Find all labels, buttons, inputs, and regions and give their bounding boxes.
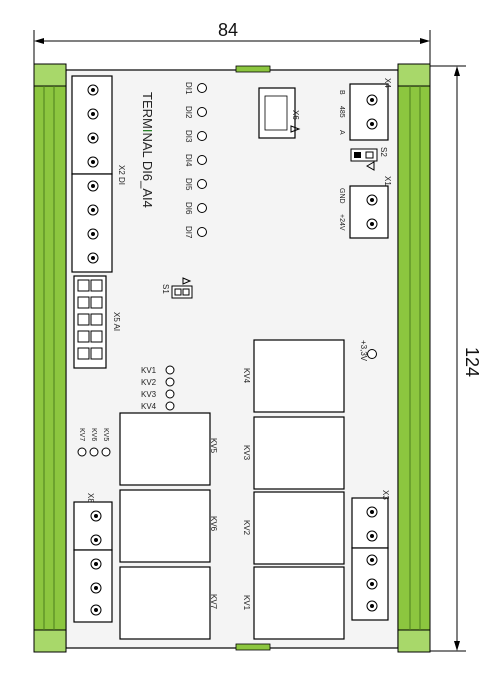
di-label: DI5 bbox=[184, 178, 193, 191]
x4-pin-label: 485 bbox=[338, 106, 345, 118]
x2-label: X2 DI bbox=[117, 165, 126, 185]
kv-led-label: KV6 bbox=[90, 428, 97, 441]
x4-pin-label: B bbox=[338, 90, 345, 95]
s2-label: S2 bbox=[379, 147, 388, 157]
x8-terminal-block: X8 bbox=[73, 493, 113, 623]
relay-label: KV7 bbox=[209, 594, 218, 610]
x5-label: X5 AI bbox=[112, 312, 121, 331]
kv-leds-2: KV5 KV6 KV7 bbox=[77, 428, 111, 457]
di-label: DI4 bbox=[184, 154, 193, 167]
height-value: 124 bbox=[462, 347, 482, 377]
top-latch bbox=[235, 65, 271, 73]
left-din-rail bbox=[33, 63, 67, 653]
relay-label: KV1 bbox=[242, 595, 251, 611]
di-label: DI6 bbox=[184, 202, 193, 215]
power-led: +3,3V bbox=[359, 340, 377, 362]
kv-led-label: KV3 bbox=[141, 390, 157, 399]
relay-label: KV4 bbox=[242, 368, 251, 384]
kv-led-label: KV1 bbox=[141, 366, 157, 375]
power-led-label: +3,3V bbox=[359, 340, 368, 362]
di-leds: DI1 DI2 DI3 DI4 DI5 DI6 DI7 bbox=[184, 82, 207, 239]
housing-body bbox=[65, 69, 399, 649]
relay-kv4: KV4 bbox=[242, 339, 345, 413]
width-dimension: 84 bbox=[33, 20, 431, 70]
x3-label: X3 bbox=[381, 490, 390, 500]
x4-terminal-block: X4 B 485 A bbox=[338, 78, 392, 141]
x1-pin-label: +24V bbox=[338, 214, 345, 231]
relay-kv1: KV1 bbox=[242, 566, 345, 640]
kv-leds: KV1 KV2 KV3 KV4 bbox=[141, 365, 175, 411]
x5-connector: X5 AI bbox=[73, 275, 121, 369]
bottom-latch bbox=[235, 643, 271, 651]
x3-terminal-block: X3 bbox=[351, 490, 390, 621]
relay-label: KV2 bbox=[242, 520, 251, 536]
kv-led-label: KV5 bbox=[102, 428, 109, 441]
relay-label: KV6 bbox=[209, 516, 218, 532]
right-din-rail bbox=[397, 63, 431, 653]
di-label: DI2 bbox=[184, 106, 193, 119]
x6-connector: X6 bbox=[258, 87, 301, 139]
x8-label: X8 bbox=[86, 493, 95, 503]
di-label: DI3 bbox=[184, 130, 193, 143]
x4-pin-label: A bbox=[338, 130, 345, 135]
height-dimension: 124 bbox=[425, 65, 482, 652]
relay-kv3: KV3 bbox=[242, 416, 345, 490]
kv-led-label: KV7 bbox=[78, 428, 85, 441]
x4-label: X4 bbox=[383, 78, 392, 88]
di-label: DI7 bbox=[184, 226, 193, 239]
relay-kv6: KV6 bbox=[119, 489, 218, 563]
kv-led-label: KV4 bbox=[141, 402, 157, 411]
x2-terminal-block: X2 DI bbox=[71, 75, 126, 273]
s1-switch: S1 bbox=[161, 277, 193, 299]
relay-label: KV3 bbox=[242, 445, 251, 461]
relay-kv5: KV5 bbox=[119, 412, 218, 486]
s1-label: S1 bbox=[161, 284, 170, 294]
relay-kv7: KV7 bbox=[119, 566, 218, 640]
x1-pin-label: GND bbox=[338, 188, 345, 204]
x6-label: X6 bbox=[291, 110, 300, 120]
di-label: DI1 bbox=[184, 82, 193, 95]
kv-led-label: KV2 bbox=[141, 378, 157, 387]
x1-terminal-block: X1 GND +24V bbox=[338, 176, 392, 239]
s2-switch: S2 bbox=[350, 147, 388, 171]
x1-label: X1 bbox=[383, 176, 392, 186]
x2-screws bbox=[87, 84, 99, 264]
board-title: TERMINAL DI6_AI4 bbox=[140, 92, 155, 208]
relay-kv2: KV2 bbox=[242, 491, 345, 565]
width-value: 84 bbox=[218, 20, 238, 40]
relay-label: KV5 bbox=[209, 438, 218, 454]
